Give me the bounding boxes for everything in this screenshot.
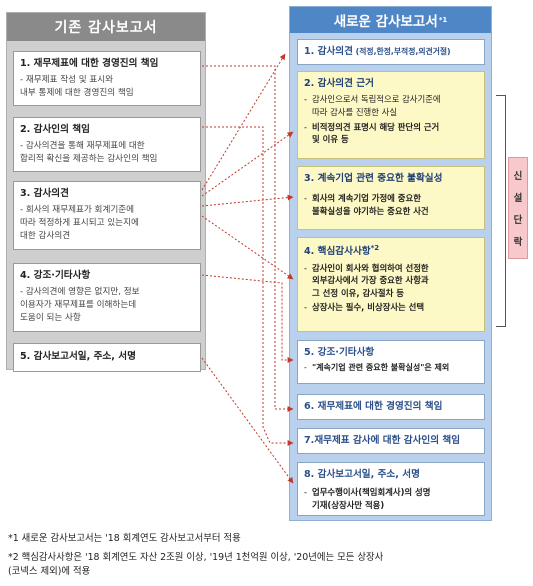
link-item3-to-new1 [201,53,286,191]
link-item1-to-new6 [202,65,294,412]
link-item3-to-new4 [201,215,294,280]
new-item-3: 3. 계속기업 관련 중요한 불확실성 -회사의 계속기업 가정에 중요한 불확… [297,166,485,230]
link-item3-to-new3 [201,194,294,207]
existing-report-panel: 기존 감사보고서 1. 재무제표에 대한 경영진의 책임 - 재무제표 작성 및… [6,12,206,372]
new-item-5: 5. 강조·기타사항 -"계속기업 관련 중요한 불확실성"은 제외 [297,340,485,384]
link-item3-to-new2 [201,131,294,197]
existing-report-title: 기존 감사보고서 [7,13,205,41]
new-item-7: 7.재무제표 감사에 대한 감사인의 책임 [297,428,485,454]
link-item2-to-new7 [202,126,294,446]
footnote-1: *1 새로운 감사보고서는 '18 회계연도 감사보고서부터 적용 [8,533,241,544]
link-item4-to-new5 [201,274,294,363]
new-item-4: 4. 핵심감사사항*2 -감사인이 회사와 협의하여 선정한 외부감사에서 가장… [297,237,485,332]
new-item-6: 6. 재무제표에 대한 경영진의 책임 [297,394,485,420]
new-section-label: 신 설 단 락 [508,157,528,259]
new-report-title: 새로운 감사보고서*1 [290,7,491,33]
existing-item-2: 2. 감사인의 책임 - 감사의견을 통해 재무제표에 대한 합리적 확신을 제… [13,117,201,173]
new-report-panel: 새로운 감사보고서*1 1. 감사의견 (적정,한정,부적정,의견거절) 2. … [289,6,492,521]
link-item5-to-new8 [201,357,294,484]
new-item-8: 8. 감사보고서일, 주소, 서명 -업무수행이사(책임회계사)의 성명 기재(… [297,462,485,516]
new-section-bracket [496,95,506,327]
existing-item-4: 4. 강조·기타사항 - 감사의견에 영향은 없지만, 정보 이용자가 재무제표… [13,263,201,332]
footnote-2-cont: (코넥스 제외)에 적용 [8,566,91,577]
existing-item-3: 3. 감사의견 - 회사의 재무제표가 회계기준에 따라 적정하게 표시되고 있… [13,181,201,250]
existing-item-5: 5. 감사보고서일, 주소, 서명 [13,343,201,372]
footnote-2: *2 핵심감사사항은 '18 회계연도 자산 2조원 이상, '19년 1천억원… [8,552,384,563]
new-item-1: 1. 감사의견 (적정,한정,부적정,의견거절) [297,39,485,65]
new-item-2: 2. 감사의견 근거 -감사인으로서 독립적으로 감사기준에 따라 감사를 진행… [297,71,485,159]
existing-item-1: 1. 재무제표에 대한 경영진의 책임 - 재무제표 작성 및 표시와 내부 통… [13,51,201,107]
